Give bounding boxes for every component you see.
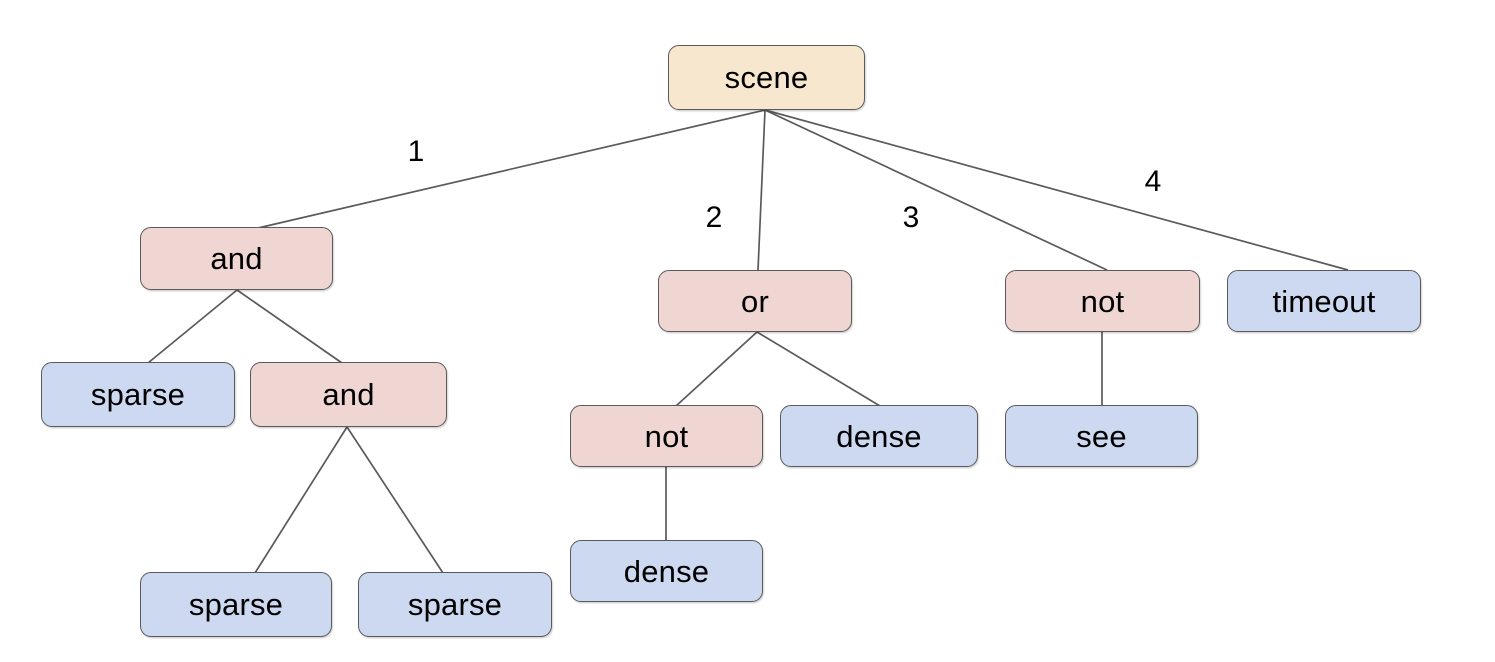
tree-edge (147, 289, 238, 364)
tree-edge (675, 331, 758, 407)
tree-node-not2[interactable]: not (570, 405, 763, 467)
tree-node-scene[interactable]: scene (668, 45, 865, 110)
tree-node-label: and (210, 241, 263, 276)
tree-node-sparse2[interactable]: sparse (140, 572, 332, 637)
tree-node-label: timeout (1272, 283, 1376, 319)
tree-node-label: sparse (90, 377, 186, 412)
tree-node-label: scene (724, 60, 809, 95)
tree-edge (756, 331, 881, 407)
tree-edge (236, 289, 343, 364)
tree-node-label: sparse (407, 587, 503, 622)
tree-node-label: dense (836, 418, 922, 454)
tree-node-label: sparse (188, 587, 284, 622)
tree-node-label: and (322, 377, 375, 412)
edge-label-1: 1 (407, 135, 425, 168)
tree-node-label: or (741, 283, 769, 319)
tree-node-and2[interactable]: and (250, 362, 447, 427)
tree-node-dense1[interactable]: dense (780, 405, 978, 467)
tree-node-label: see (1076, 418, 1127, 454)
edge-label-4: 4 (1144, 165, 1162, 198)
tree-edge (254, 426, 348, 574)
tree-edge (757, 109, 766, 271)
tree-edge (764, 109, 1349, 271)
tree-node-label: not (1080, 283, 1125, 319)
tree-node-label: not (644, 418, 689, 454)
tree-node-sparse1[interactable]: sparse (41, 362, 235, 427)
edge-label-2: 2 (705, 201, 723, 234)
tree-node-label: dense (623, 553, 710, 589)
tree-edge (257, 109, 766, 229)
tree-node-see1[interactable]: see (1005, 405, 1198, 467)
tree-node-not1[interactable]: not (1005, 270, 1200, 332)
tree-node-timeout1[interactable]: timeout (1227, 270, 1421, 332)
tree-edge (764, 109, 1108, 271)
tree-node-or1[interactable]: or (658, 270, 852, 332)
tree-node-dense2[interactable]: dense (570, 540, 763, 602)
tree-node-sparse3[interactable]: sparse (358, 572, 552, 637)
tree-node-and1[interactable]: and (140, 227, 333, 290)
edge-label-3: 3 (902, 201, 920, 234)
tree-edge (346, 426, 444, 574)
